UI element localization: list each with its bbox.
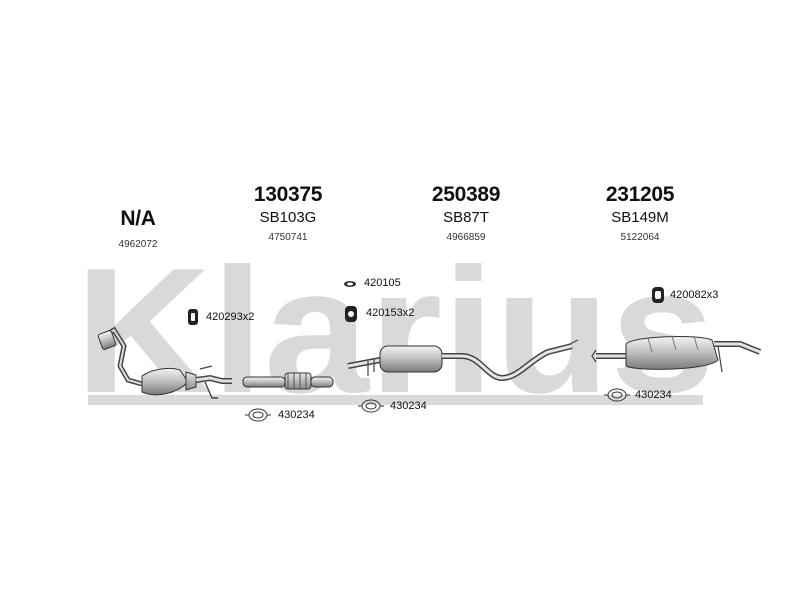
gasket-icon — [344, 281, 356, 287]
oe-reference: 4750741 — [268, 232, 308, 243]
rear-silencer — [591, 335, 762, 373]
oe-reference: 4966859 — [446, 232, 486, 243]
clamp-icon — [358, 399, 384, 413]
oe-reference: 5122064 — [620, 232, 660, 243]
column-4: 231205 SB149M 5122064 — [560, 183, 720, 243]
column-3: 250389 SB87T 4966859 — [386, 183, 546, 243]
part-number: 130375 — [253, 183, 323, 206]
rubber-mount-icon — [188, 309, 198, 325]
part-number: N/A — [120, 207, 156, 230]
oe-reference: 4962072 — [118, 239, 158, 250]
part-code: SB149M — [611, 209, 669, 226]
clamp-icon — [245, 408, 271, 422]
callout-label: 430234 — [278, 409, 315, 421]
callout-label: 430234 — [635, 389, 672, 401]
part-number: 231205 — [605, 183, 675, 206]
callout-label: 420293x2 — [206, 311, 255, 323]
callout-label: 430234 — [390, 400, 427, 412]
front-pipe-catalyst — [97, 326, 232, 399]
watermark-underline — [88, 395, 703, 405]
part-code: SB103G — [259, 209, 317, 226]
center-silencer — [347, 339, 579, 382]
callout-label: 420153x2 — [366, 307, 415, 319]
callout-label: 420082x3 — [670, 289, 719, 301]
callout-label: 420105 — [364, 277, 401, 289]
column-1: N/A 4962072 — [58, 207, 218, 250]
column-2: 130375 SB103G 4750741 — [208, 183, 368, 243]
rubber-mount-icon — [345, 306, 357, 322]
middle-pipe — [242, 372, 334, 390]
part-number: 250389 — [431, 183, 501, 206]
rubber-mount-icon — [652, 287, 664, 303]
part-code: SB87T — [443, 209, 489, 226]
clamp-icon — [604, 388, 630, 402]
